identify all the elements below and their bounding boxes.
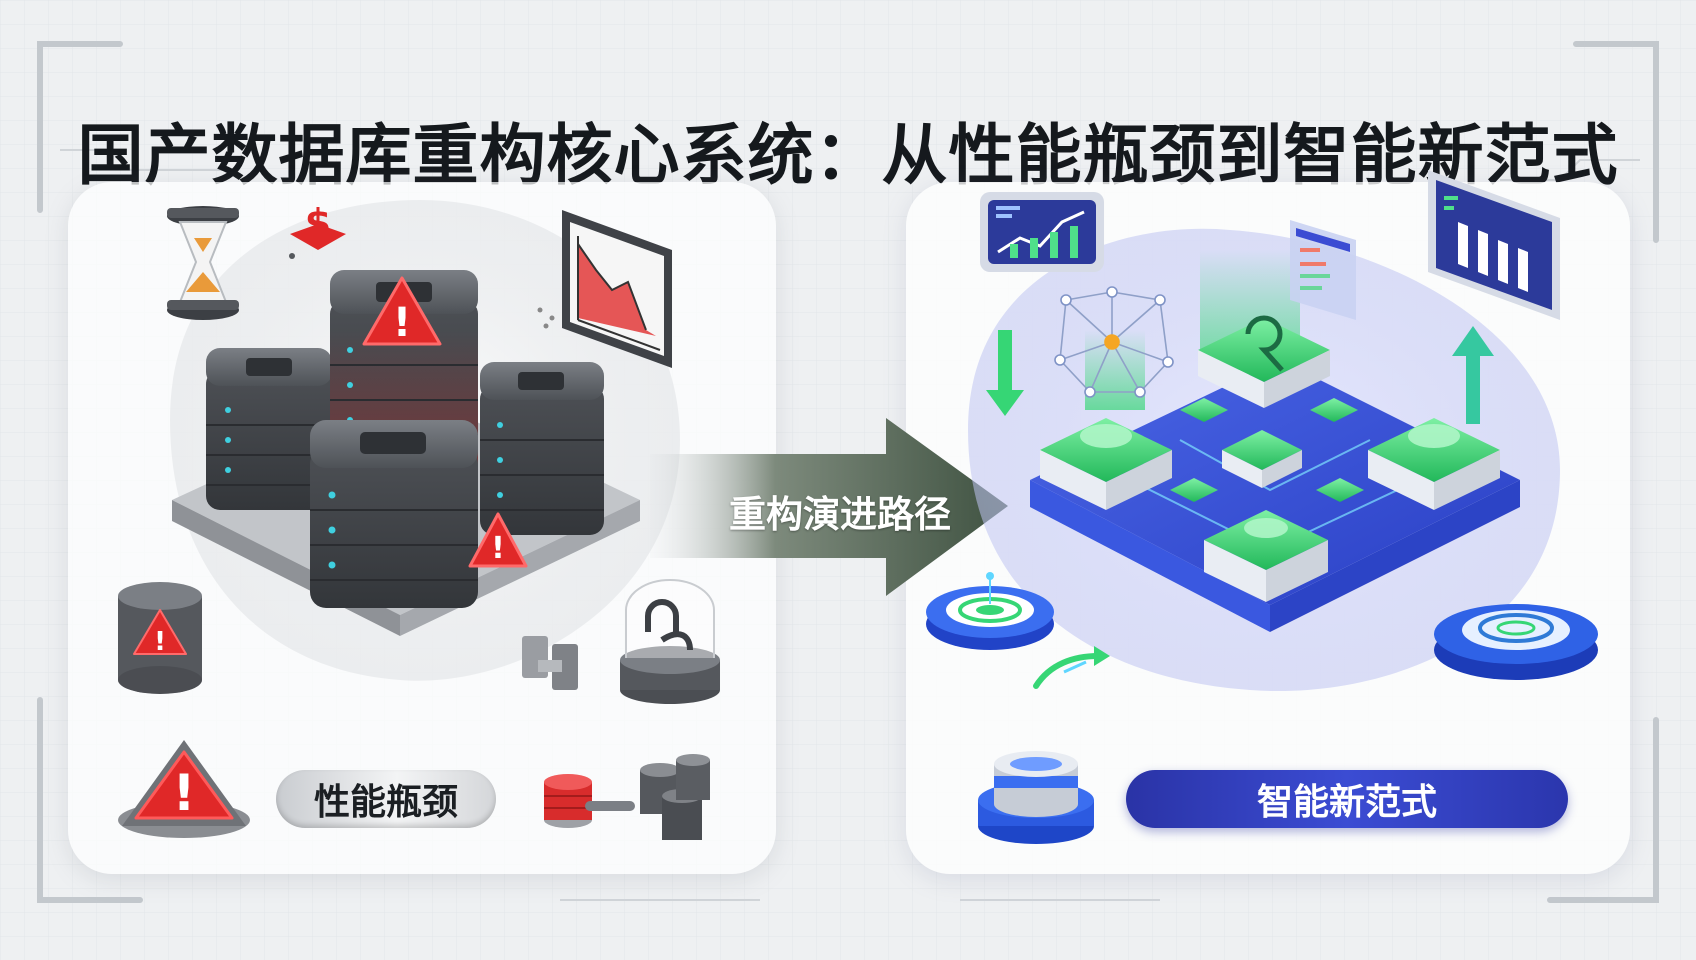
server-stack-right: [480, 362, 604, 535]
svg-text:$: $: [305, 201, 331, 245]
warning-triangle-icon: !: [468, 512, 528, 568]
svg-text:!: !: [173, 764, 196, 822]
up-arrow-icon: [1452, 326, 1494, 424]
intelligent-paradigm-label: 智能新范式: [1126, 770, 1568, 828]
hourglass-icon: [167, 206, 239, 320]
performance-bottleneck-label: 性能瓶颈: [276, 770, 496, 828]
lock-icon: [620, 579, 720, 704]
bar-chart-icon: [1428, 170, 1560, 320]
database-cylinder-icon: [978, 751, 1094, 844]
down-arrow-icon: [986, 330, 1024, 416]
disk-stack-icon: [544, 754, 710, 840]
page-title: 国产数据库重构核心系统：从性能瓶颈到智能新范式: [77, 117, 1619, 195]
evolution-path-label: 重构演进路径: [729, 493, 951, 536]
cycle-arrow-icon: [1033, 646, 1110, 689]
target-node-icon: [926, 572, 1054, 650]
warning-triangle-icon: !: [362, 276, 442, 346]
broken-link-icon: [522, 636, 578, 690]
server-stack-front: [310, 420, 478, 608]
declining-chart-icon: [537, 210, 672, 368]
dollar-warning-icon: $: [289, 201, 346, 259]
target-node-icon: [1434, 604, 1598, 680]
database-warning-icon: !: [118, 582, 202, 694]
dashboard-panel: [1290, 220, 1356, 320]
svg-text:!: !: [491, 531, 505, 566]
trend-chart-icon: [980, 192, 1104, 272]
warning-triangle-icon: !: [118, 740, 250, 838]
intelligent-platform: [1030, 360, 1520, 632]
svg-text:!: !: [154, 627, 166, 657]
svg-text:!: !: [393, 300, 411, 346]
network-graph-icon: [1054, 286, 1174, 398]
node-cluster: [1040, 315, 1500, 602]
